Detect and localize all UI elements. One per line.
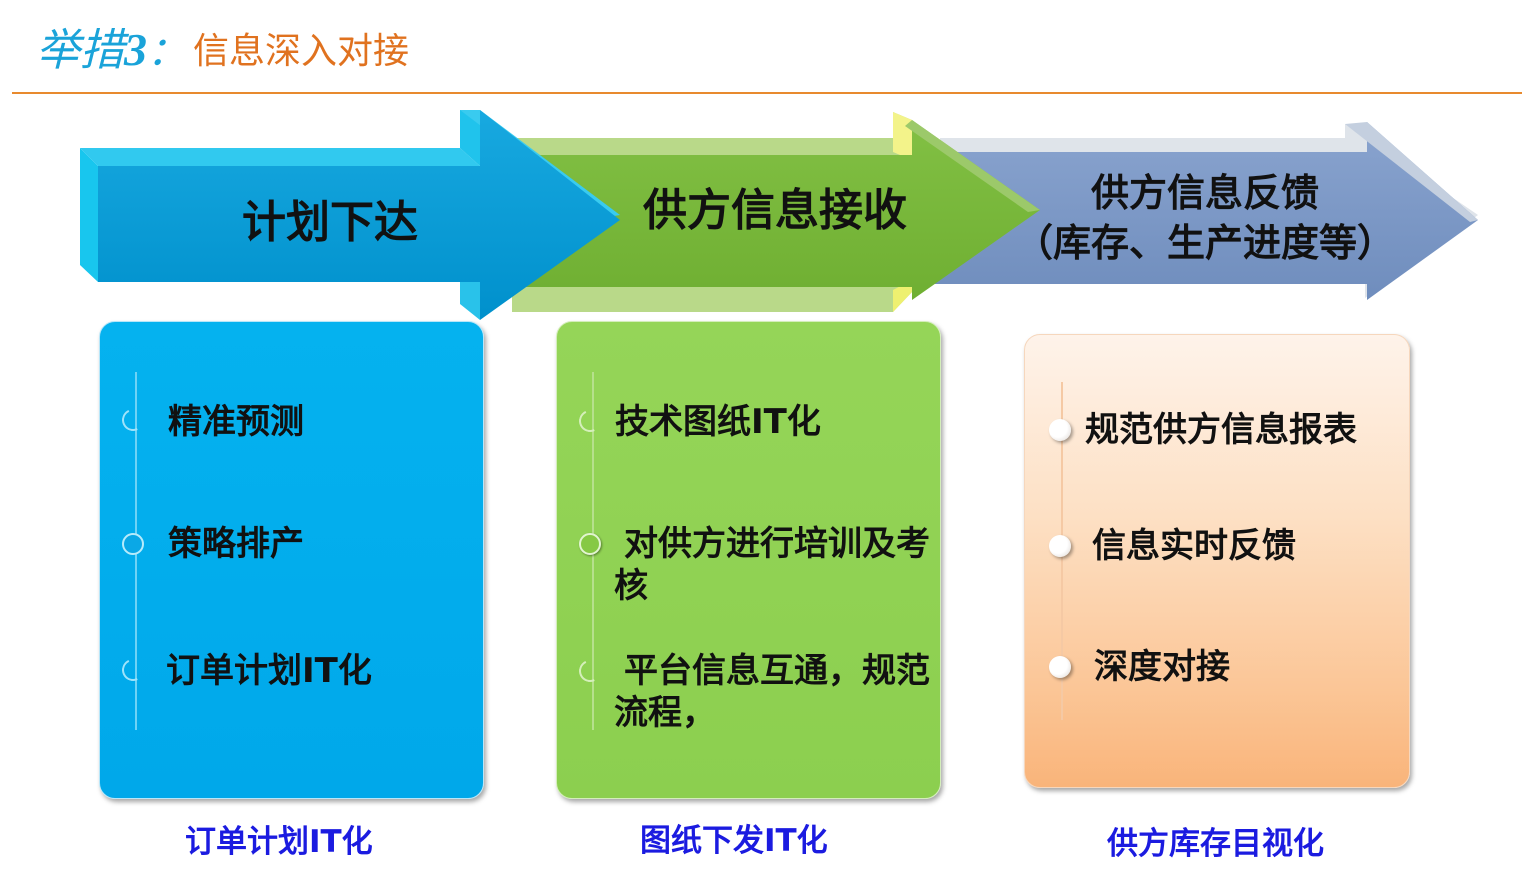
- arrow-receive: [510, 112, 1040, 312]
- bullet-icon: [1049, 656, 1071, 678]
- title-divider: [12, 92, 1522, 94]
- title-text: 信息深入对接: [193, 31, 410, 72]
- arrow-plan-label: 计划下达: [242, 197, 418, 248]
- title-number: 3: [124, 24, 147, 75]
- title-prefix: 举措: [36, 25, 124, 76]
- slide-title: 举措3：信息深入对接: [36, 14, 409, 84]
- card-drawing-item: 对供方进行培训及考核: [614, 524, 930, 606]
- bullet-icon: [1049, 535, 1071, 557]
- card-plan: [99, 321, 484, 799]
- bullet-icon: [1049, 419, 1071, 441]
- card-inventory-item: 信息实时反馈: [1092, 526, 1296, 566]
- card-plan-item: 精准预测: [168, 402, 304, 442]
- arrow-receive-label: 供方信息接收: [643, 185, 907, 236]
- card-inventory-item: 深度对接: [1094, 647, 1230, 687]
- arrow-feedback-label-line1: 供方信息反馈: [1090, 171, 1319, 215]
- card-inventory-item: 规范供方信息报表: [1085, 410, 1357, 450]
- arrow-feedback-label-line2: （库存、生产进度等）: [1014, 221, 1395, 265]
- card-drawing-item: 技术图纸IT化: [615, 402, 821, 442]
- title-colon: ：: [147, 29, 187, 75]
- bullet-icon: [579, 533, 601, 555]
- bullet-icon: [122, 533, 144, 555]
- card-drawing-item: 平台信息互通，规范流程，: [614, 651, 930, 733]
- arrow-plan: [80, 110, 620, 320]
- card-drawing-caption: 图纸下发IT化: [640, 823, 828, 859]
- card-inventory-caption: 供方库存目视化: [1107, 826, 1324, 862]
- card-drawing: [556, 321, 941, 799]
- card-plan-item: 策略排产: [168, 524, 304, 564]
- arrow-feedback: [935, 122, 1478, 300]
- card-plan-item: 订单计划IT化: [166, 651, 372, 691]
- card-plan-caption: 订单计划IT化: [185, 824, 373, 860]
- card-inventory: [1024, 334, 1410, 788]
